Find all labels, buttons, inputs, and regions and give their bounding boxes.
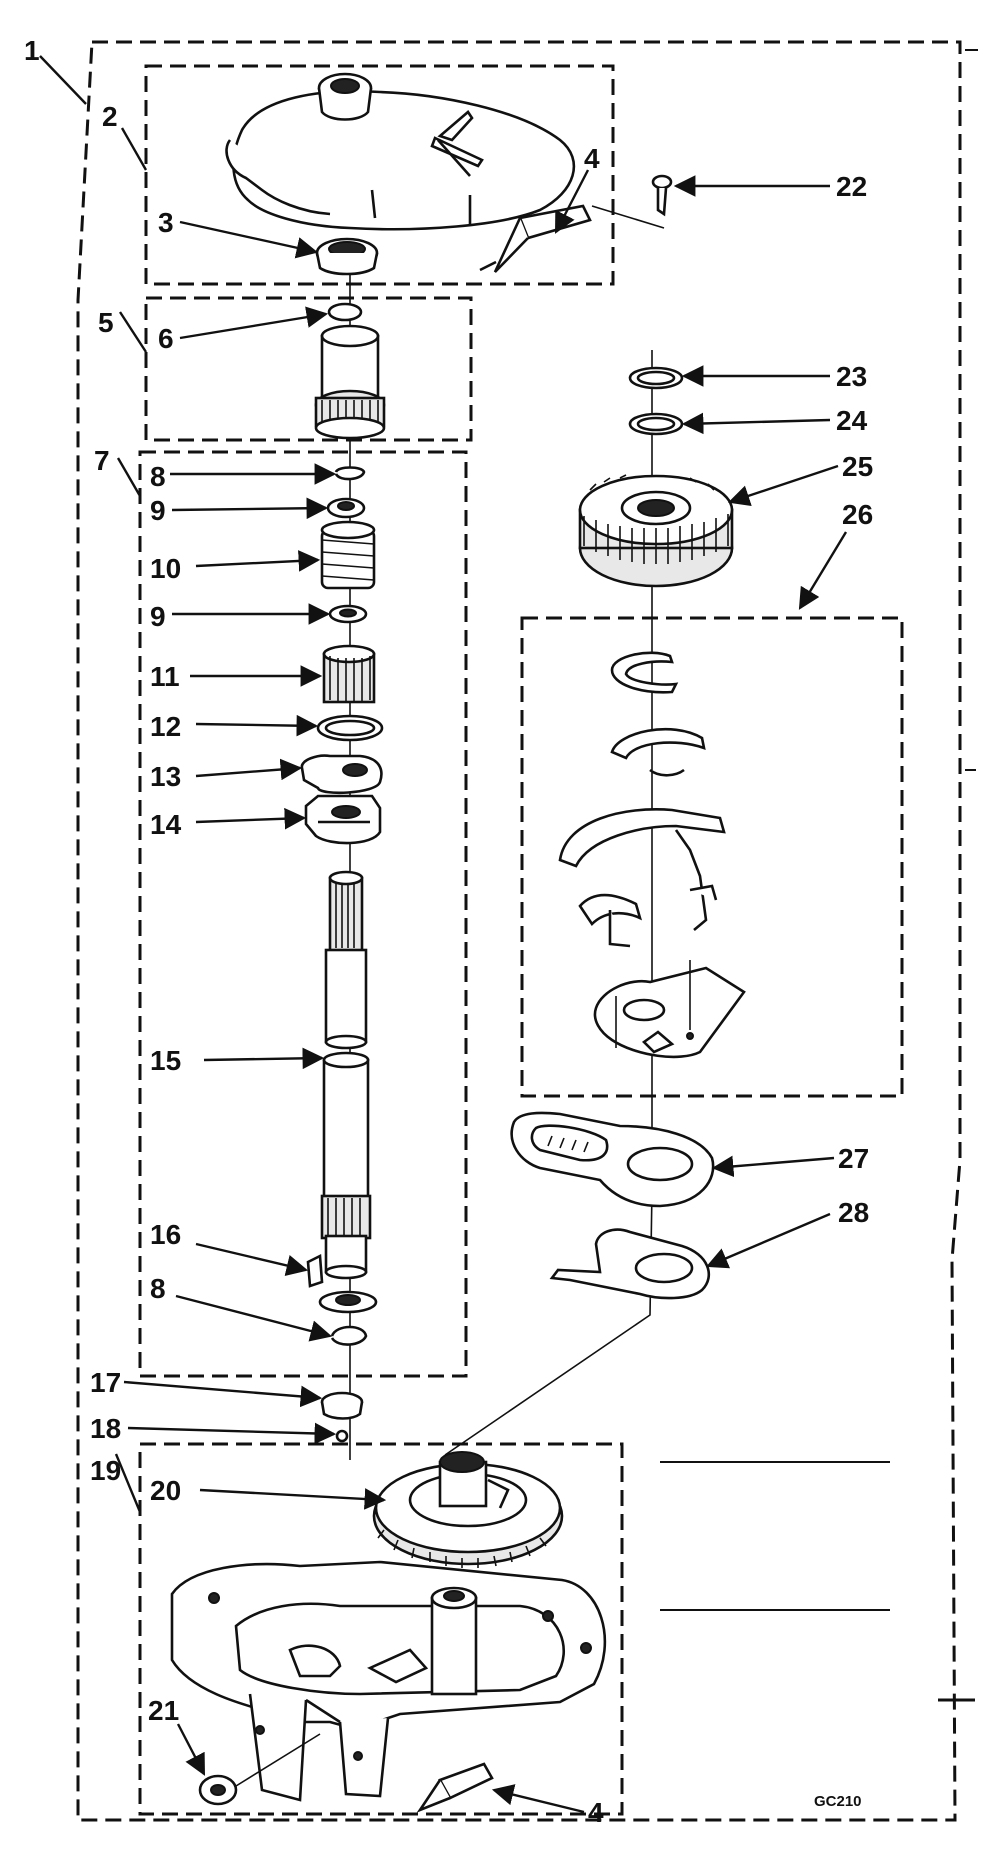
cap-17-part — [320, 1391, 364, 1420]
callout-6: 6 — [158, 323, 174, 354]
callout-17: 17 — [90, 1367, 121, 1398]
diagram-code: GC210 — [814, 1793, 862, 1810]
box-26-shift-parts — [520, 616, 904, 1098]
box-19-gearcase — [138, 1442, 624, 1816]
callout-19: 19 — [90, 1455, 121, 1486]
gearcase-19-part — [170, 1560, 607, 1802]
callout-26: 26 — [842, 499, 873, 530]
roller-21-part — [198, 1733, 321, 1806]
box-2-gearcase-cover — [144, 64, 615, 286]
callout-23: 23 — [836, 361, 867, 392]
ball-18-part — [335, 1429, 349, 1443]
shift-clip-part — [610, 727, 706, 777]
connector-28-to-20 — [444, 1189, 653, 1456]
pinion-gear-part — [314, 302, 386, 440]
callout-5: 5 — [98, 307, 114, 338]
washer-23-part — [628, 366, 684, 390]
callout-14: 14 — [150, 809, 182, 840]
callout-13: 13 — [150, 761, 181, 792]
assembly-1-outline — [76, 40, 962, 1822]
callout-21: 21 — [148, 1695, 179, 1726]
grease-tube-part-lower — [416, 1762, 494, 1813]
main-gear-20-part — [372, 1451, 564, 1568]
retaining-ring-8-upper — [334, 466, 366, 481]
callout-15: 15 — [150, 1045, 181, 1076]
seal-part — [315, 237, 379, 276]
callout-4-lower: 4 — [588, 1797, 604, 1828]
shaft-15-upper — [324, 870, 368, 1050]
box-5-pinion — [144, 296, 473, 442]
retaining-ring-8-lower — [330, 1325, 368, 1346]
callout-16: 16 — [150, 1219, 181, 1250]
callout-27: 27 — [838, 1143, 869, 1174]
cam-13-part — [300, 754, 383, 795]
drive-gear-25-part — [578, 474, 734, 588]
gearcase-cover-part — [225, 72, 576, 231]
bearing-11-part — [322, 644, 376, 704]
washer-9-lower — [328, 604, 368, 624]
clip-28-part — [549, 1228, 711, 1300]
callout-18: 18 — [90, 1413, 121, 1444]
callout-22: 22 — [836, 171, 867, 202]
callout-8-upper: 8 — [150, 461, 166, 492]
shift-lever-27-part — [510, 1111, 715, 1208]
drive-block-14-part — [304, 794, 382, 845]
callout-24: 24 — [836, 405, 868, 436]
shaft-15-lower — [320, 1051, 372, 1280]
callout-3: 3 — [158, 207, 174, 238]
washer-16-part — [306, 1253, 378, 1314]
shift-plate-part — [593, 960, 746, 1059]
leader-lines — [39, 55, 848, 1814]
spring-10-part — [320, 520, 376, 590]
callout-labels: 1 2 3 4 22 5 6 7 8 9 10 9 11 12 13 14 15… — [24, 35, 873, 1828]
callout-25: 25 — [842, 451, 873, 482]
shift-spring-part — [610, 651, 679, 694]
callout-9-lower: 9 — [150, 601, 166, 632]
callout-4-upper: 4 — [584, 143, 600, 174]
shift-lever-part — [558, 808, 726, 948]
callout-12: 12 — [150, 711, 181, 742]
ring-12-part — [316, 714, 384, 742]
callout-1: 1 — [24, 35, 40, 66]
callout-20: 20 — [150, 1475, 181, 1506]
box-7-shaft-assembly — [138, 450, 468, 1378]
callout-9-upper: 9 — [150, 495, 166, 526]
washer-24-part — [628, 412, 684, 436]
callout-8-lower: 8 — [150, 1273, 166, 1304]
callout-2: 2 — [102, 101, 118, 132]
callout-7: 7 — [94, 445, 110, 476]
washer-9-upper — [326, 497, 366, 519]
callout-10: 10 — [150, 553, 181, 584]
callout-28: 28 — [838, 1197, 869, 1228]
screw-part — [591, 174, 673, 229]
callout-11: 11 — [150, 661, 180, 692]
